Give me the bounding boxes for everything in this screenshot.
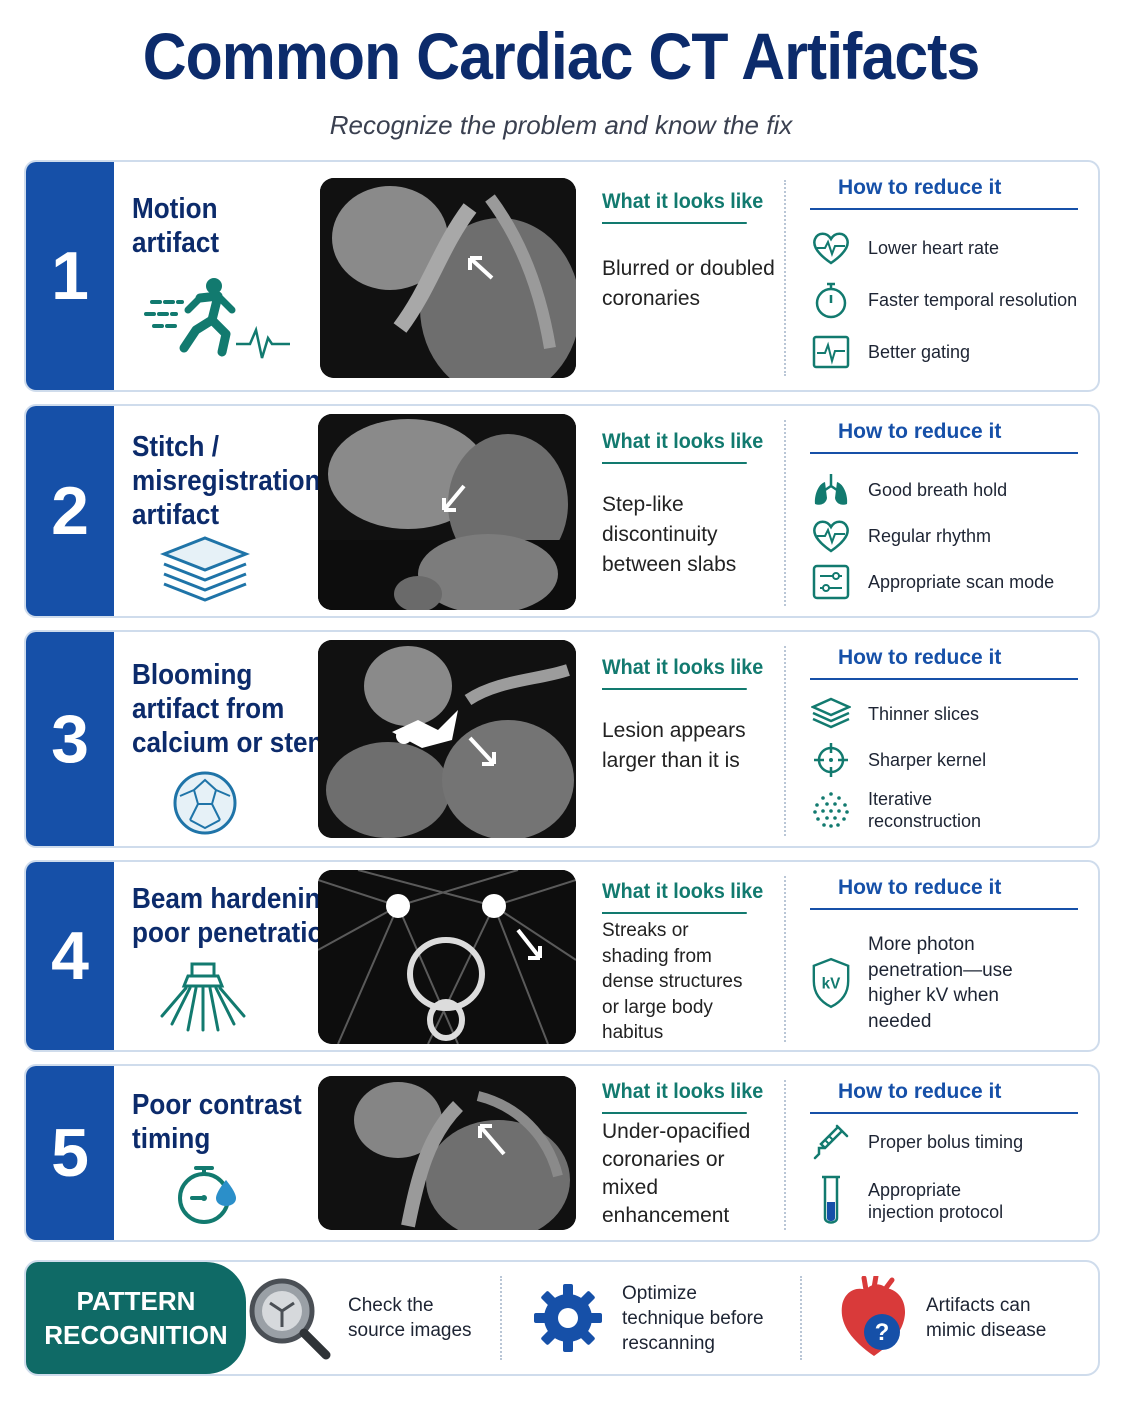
- tip-label: Optimize technique before rescanning: [622, 1282, 764, 1354]
- kv-shield-icon: kV: [810, 953, 852, 1013]
- lungs-icon: [810, 470, 852, 510]
- ct-image-contrast-timing: [318, 1076, 576, 1230]
- fix-item: Appropriate injection protocol: [810, 1174, 1028, 1228]
- artifact-number: 4: [26, 862, 114, 1050]
- looks-like-text: Streaks or shading from dense structures…: [602, 920, 743, 1043]
- divider: [500, 1276, 502, 1360]
- fix-label: Appropriate scan mode: [868, 572, 1055, 592]
- stopwatch-icon: [810, 280, 852, 320]
- how-to-reduce-heading: How to reduce it: [810, 876, 1078, 910]
- fix-item: Better gating: [810, 332, 970, 372]
- artifact-number: 3: [26, 632, 114, 846]
- heart-question-icon: ?: [841, 1276, 906, 1356]
- tip-label: Artifacts can mimic disease: [926, 1295, 1047, 1341]
- fix-item: Sharper kernel: [810, 740, 986, 780]
- artifact-name: Poor contrast timing: [132, 1089, 302, 1155]
- tip-check-source: Check the source images: [244, 1262, 472, 1374]
- divider: [800, 1276, 802, 1360]
- fix-label: Appropriate injection protocol: [868, 1180, 1004, 1222]
- fix-label: Good breath hold: [868, 480, 1008, 500]
- looks-like-heading: What it looks like: [602, 190, 763, 224]
- ct-image-blooming: [318, 640, 576, 838]
- layers-icon: [810, 694, 852, 734]
- looks-like-text: Step-like discontinuity between slabs: [602, 493, 737, 576]
- artifact-name: Stitch / misregistration artifact: [132, 431, 321, 531]
- fix-item: Lower heart rate: [810, 228, 999, 268]
- artifact-card-blooming: 3 Blooming artifact from calcium or sten…: [24, 630, 1100, 848]
- fix-label: Lower heart rate: [868, 238, 1000, 258]
- ct-image-motion: [320, 178, 576, 378]
- svg-text:?: ?: [875, 1319, 890, 1346]
- looks-like-heading: What it looks like: [602, 1080, 763, 1114]
- artifact-card-stitch: 2 Stitch / misregistration artifact What…: [24, 404, 1100, 618]
- artifact-number: 1: [26, 162, 114, 390]
- how-to-reduce-heading: How to reduce it: [810, 420, 1078, 454]
- x-ray-beam-icon: [160, 962, 246, 1032]
- ecg-monitor-icon: [810, 332, 852, 372]
- crosshair-icon: [810, 740, 852, 780]
- syringe-icon: [810, 1122, 852, 1162]
- kv-label: kV: [822, 976, 841, 993]
- artifact-number: 5: [26, 1066, 114, 1240]
- dot-pattern-icon: [810, 790, 852, 830]
- divider: [784, 1080, 786, 1230]
- fix-item: Proper bolus timing: [810, 1122, 1023, 1162]
- fix-label: Faster temporal resolution: [868, 290, 1078, 310]
- pattern-recognition-label: PATTERN RECOGNITION: [26, 1262, 246, 1374]
- looks-like-text: Under-opacified coronaries or mixed enha…: [602, 1120, 751, 1227]
- fix-item: Thinner slices: [810, 694, 979, 734]
- stopwatch-drop-icon: [178, 1166, 236, 1224]
- calcium-sphere-icon: [173, 771, 237, 835]
- divider: [784, 646, 786, 836]
- fix-label: More photon penetration—use higher kV wh…: [868, 934, 1013, 1032]
- page-title: Common Cardiac CT Artifacts: [142, 19, 981, 93]
- magnifier-scan-icon: [249, 1278, 331, 1360]
- divider: [784, 180, 786, 376]
- divider: [784, 876, 786, 1042]
- fix-item: Appropriate scan mode: [810, 562, 1054, 602]
- fix-label: Better gating: [868, 342, 971, 362]
- stacked-layers-icon: [160, 536, 250, 602]
- fix-item: kV More photon penetration—use higher kV…: [810, 932, 1028, 1034]
- test-tube-icon: [810, 1174, 852, 1228]
- looks-like-text: Lesion appears larger than it is: [602, 719, 746, 772]
- looks-like-heading: What it looks like: [602, 880, 763, 914]
- artifact-name: Beam hardening / poor penetration: [132, 883, 351, 949]
- fix-label: Regular rhythm: [868, 526, 992, 546]
- tip-mimic-disease: ? Artifacts can mimic disease: [836, 1262, 1046, 1374]
- pattern-recognition-bar: PATTERN RECOGNITION Check the source ima…: [24, 1260, 1100, 1376]
- looks-like-text: Blurred or doubled coronaries: [602, 257, 775, 310]
- fix-label: Thinner slices: [868, 704, 980, 724]
- artifact-card-contrast-timing: 5 Poor contrast timing What it looks lik…: [24, 1064, 1100, 1242]
- artifact-card-beam-hardening: 4 Beam hardening / poor penetration What…: [24, 860, 1100, 1052]
- settings-sliders-icon: [810, 562, 852, 602]
- artifact-number: 2: [26, 406, 114, 616]
- fix-label: Iterative reconstruction: [868, 789, 982, 831]
- heart-ecg-icon: [810, 228, 852, 268]
- artifact-name: Blooming artifact from calcium or stents: [132, 659, 347, 759]
- artifact-card-motion: 1 Motion artifact What it looks like Blu…: [24, 160, 1100, 392]
- ct-image-beam-hardening: [318, 870, 576, 1044]
- heart-ecg-icon: [810, 516, 852, 556]
- how-to-reduce-heading: How to reduce it: [810, 1080, 1078, 1114]
- how-to-reduce-heading: How to reduce it: [810, 176, 1078, 210]
- divider: [784, 420, 786, 606]
- how-to-reduce-heading: How to reduce it: [810, 646, 1078, 680]
- looks-like-heading: What it looks like: [602, 656, 763, 690]
- tip-optimize-technique: Optimize technique before rescanning: [532, 1262, 764, 1374]
- fix-item: Regular rhythm: [810, 516, 991, 556]
- tip-label: Check the source images: [348, 1295, 472, 1341]
- gear-icon: [534, 1284, 602, 1352]
- fix-label: Sharper kernel: [868, 750, 987, 770]
- looks-like-heading: What it looks like: [602, 430, 763, 464]
- running-person-ecg-icon: [144, 278, 290, 359]
- fix-item: Iterative reconstruction: [810, 788, 998, 832]
- artifact-name: Motion artifact: [132, 193, 220, 259]
- ct-image-stitch: [318, 414, 576, 610]
- fix-label: Proper bolus timing: [868, 1132, 1024, 1152]
- page-subtitle: Recognize the problem and know the fix: [329, 110, 793, 140]
- fix-item: Good breath hold: [810, 470, 1007, 510]
- fix-item: Faster temporal resolution: [810, 280, 1077, 320]
